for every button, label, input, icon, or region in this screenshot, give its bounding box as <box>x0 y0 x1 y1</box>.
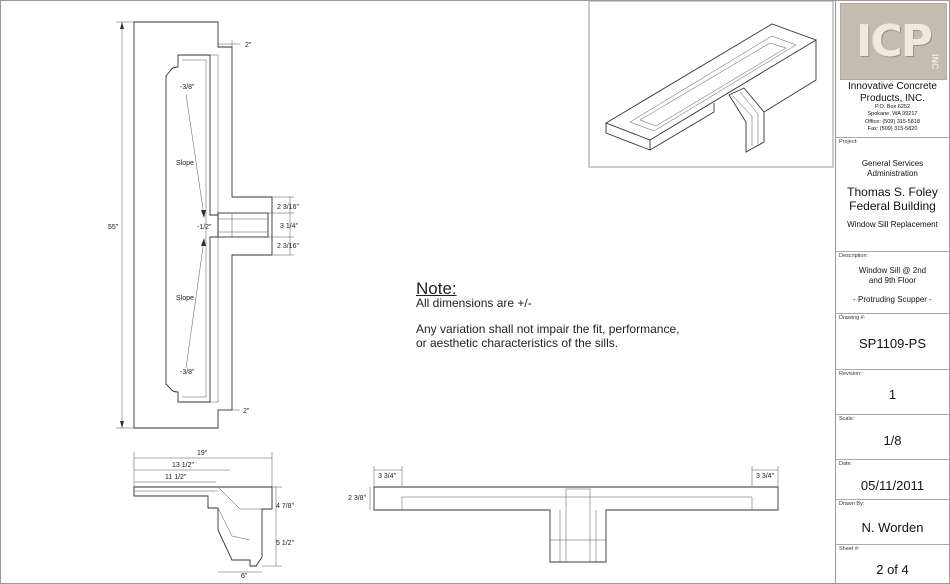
dim-elev-left: 3 3/4" <box>378 473 397 480</box>
project-line-1: General Services <box>861 159 924 168</box>
dim-top-right: 2" <box>245 42 252 49</box>
isometric-view <box>588 0 834 168</box>
date-label: Date: <box>839 461 853 467</box>
company-office: Office: (509) 315-5818 <box>865 119 920 125</box>
dim-scupper-a: 2 3/16" <box>277 204 299 211</box>
revision-label: Revision: <box>839 371 862 377</box>
description-label: Description: <box>839 253 869 259</box>
dim-width-b: 13 1/2" <box>172 462 194 469</box>
scale-value: 1/8 <box>883 433 902 448</box>
revision-value: 1 <box>888 387 897 402</box>
dim-slope-top-end: -3/8" <box>180 84 195 91</box>
sheet-cell: Sheet #: 2 of 4 <box>836 545 949 584</box>
dim-sect-w: 6" <box>241 573 248 580</box>
dim-scupper-c: 2 3/16" <box>277 243 299 250</box>
dim-slope-mid: -1/2" <box>197 224 212 231</box>
dim-elev-right: 3 3/4" <box>756 473 775 480</box>
drawing-number-label: Drawing #: <box>839 315 866 321</box>
drawn-by-value: N. Worden <box>861 520 924 535</box>
project-line-2: Administration <box>867 169 918 178</box>
scale-cell: Scale: 1/8 <box>836 415 949 460</box>
description-line-2: and 9th Floor <box>868 276 917 285</box>
plan-view: 2" 2" 55" -3/8" Slope -1/2" Slope -3/8" … <box>108 21 299 429</box>
description-line-1: Window Sill @ 2nd <box>858 266 927 275</box>
front-elevation: 3 3/4" 3 3/4" 2 3/8" <box>348 466 779 563</box>
drawing-number-cell: Drawing #: SP1109-PS <box>836 314 949 370</box>
note-line-1: All dimensions are +/- <box>416 296 532 310</box>
dim-width-c: 11 1/2" <box>165 474 187 481</box>
drawn-by-cell: Drawn By: N. Worden <box>836 500 949 545</box>
dim-slope-bottom-end: -3/8" <box>180 369 195 376</box>
note-line-2: Any variation shall not impair the fit, … <box>416 322 680 336</box>
dim-sect-h1: 4 7/8" <box>276 503 295 510</box>
project-label: Project: <box>839 139 858 145</box>
company-logo: ICP INC <box>840 3 947 80</box>
note-title: Note: <box>416 279 457 298</box>
title-block: ICP INC Innovative Concrete Products, IN… <box>835 0 949 584</box>
company-name-1: Innovative Concrete <box>848 81 937 92</box>
project-line-4: Federal Building <box>849 199 936 213</box>
revision-cell: Revision: 1 <box>836 370 949 415</box>
scale-label: Scale: <box>839 416 855 422</box>
sheet-value: 2 of 4 <box>876 562 909 577</box>
description-cell: Description: Window Sill @ 2nd and 9th F… <box>836 252 949 314</box>
note-line-3: or aesthetic characteristics of the sill… <box>416 336 619 350</box>
slope-label-top: Slope <box>176 160 194 167</box>
date-value: 05/11/2011 <box>860 478 925 493</box>
dim-elev-height: 2 3/8" <box>348 495 367 502</box>
project-line-5: Window Sill Replacement <box>847 220 938 229</box>
dim-height: 55" <box>108 224 119 231</box>
drawing-number: SP1109-PS <box>859 336 926 351</box>
slope-label-bottom: Slope <box>176 295 194 302</box>
company-city: Spokane, WA 99217 <box>867 111 918 117</box>
dim-sect-h2: 5 1/2" <box>276 540 295 547</box>
company-cell: ICP INC Innovative Concrete Products, IN… <box>836 0 949 138</box>
logo-text: ICP <box>856 16 933 67</box>
section-view: 19" 13 1/2" 11 1/2" 4 7/8" 5 1/2" 6" <box>133 450 295 580</box>
project-cell: Project: General Services Administration… <box>836 138 949 252</box>
sheet-label: Sheet #: <box>839 546 860 552</box>
project-line-3: Thomas S. Foley <box>847 185 938 199</box>
dim-bottom-right: 2" <box>243 408 250 415</box>
company-name-2: Products, INC. <box>859 93 926 104</box>
company-fax: Fax: (509) 315-5820 <box>867 126 918 132</box>
company-po-box: P.O. Box 6252 <box>874 104 911 110</box>
description-line-3: - Protruding Scupper - <box>853 295 932 304</box>
dim-scupper-b: 3 1/4" <box>280 223 299 230</box>
drawn-by-label: Drawn By: <box>839 501 865 507</box>
logo-suffix: INC <box>930 53 940 70</box>
dim-width-total: 19" <box>197 450 208 457</box>
date-cell: Date: 05/11/2011 <box>836 460 949 500</box>
